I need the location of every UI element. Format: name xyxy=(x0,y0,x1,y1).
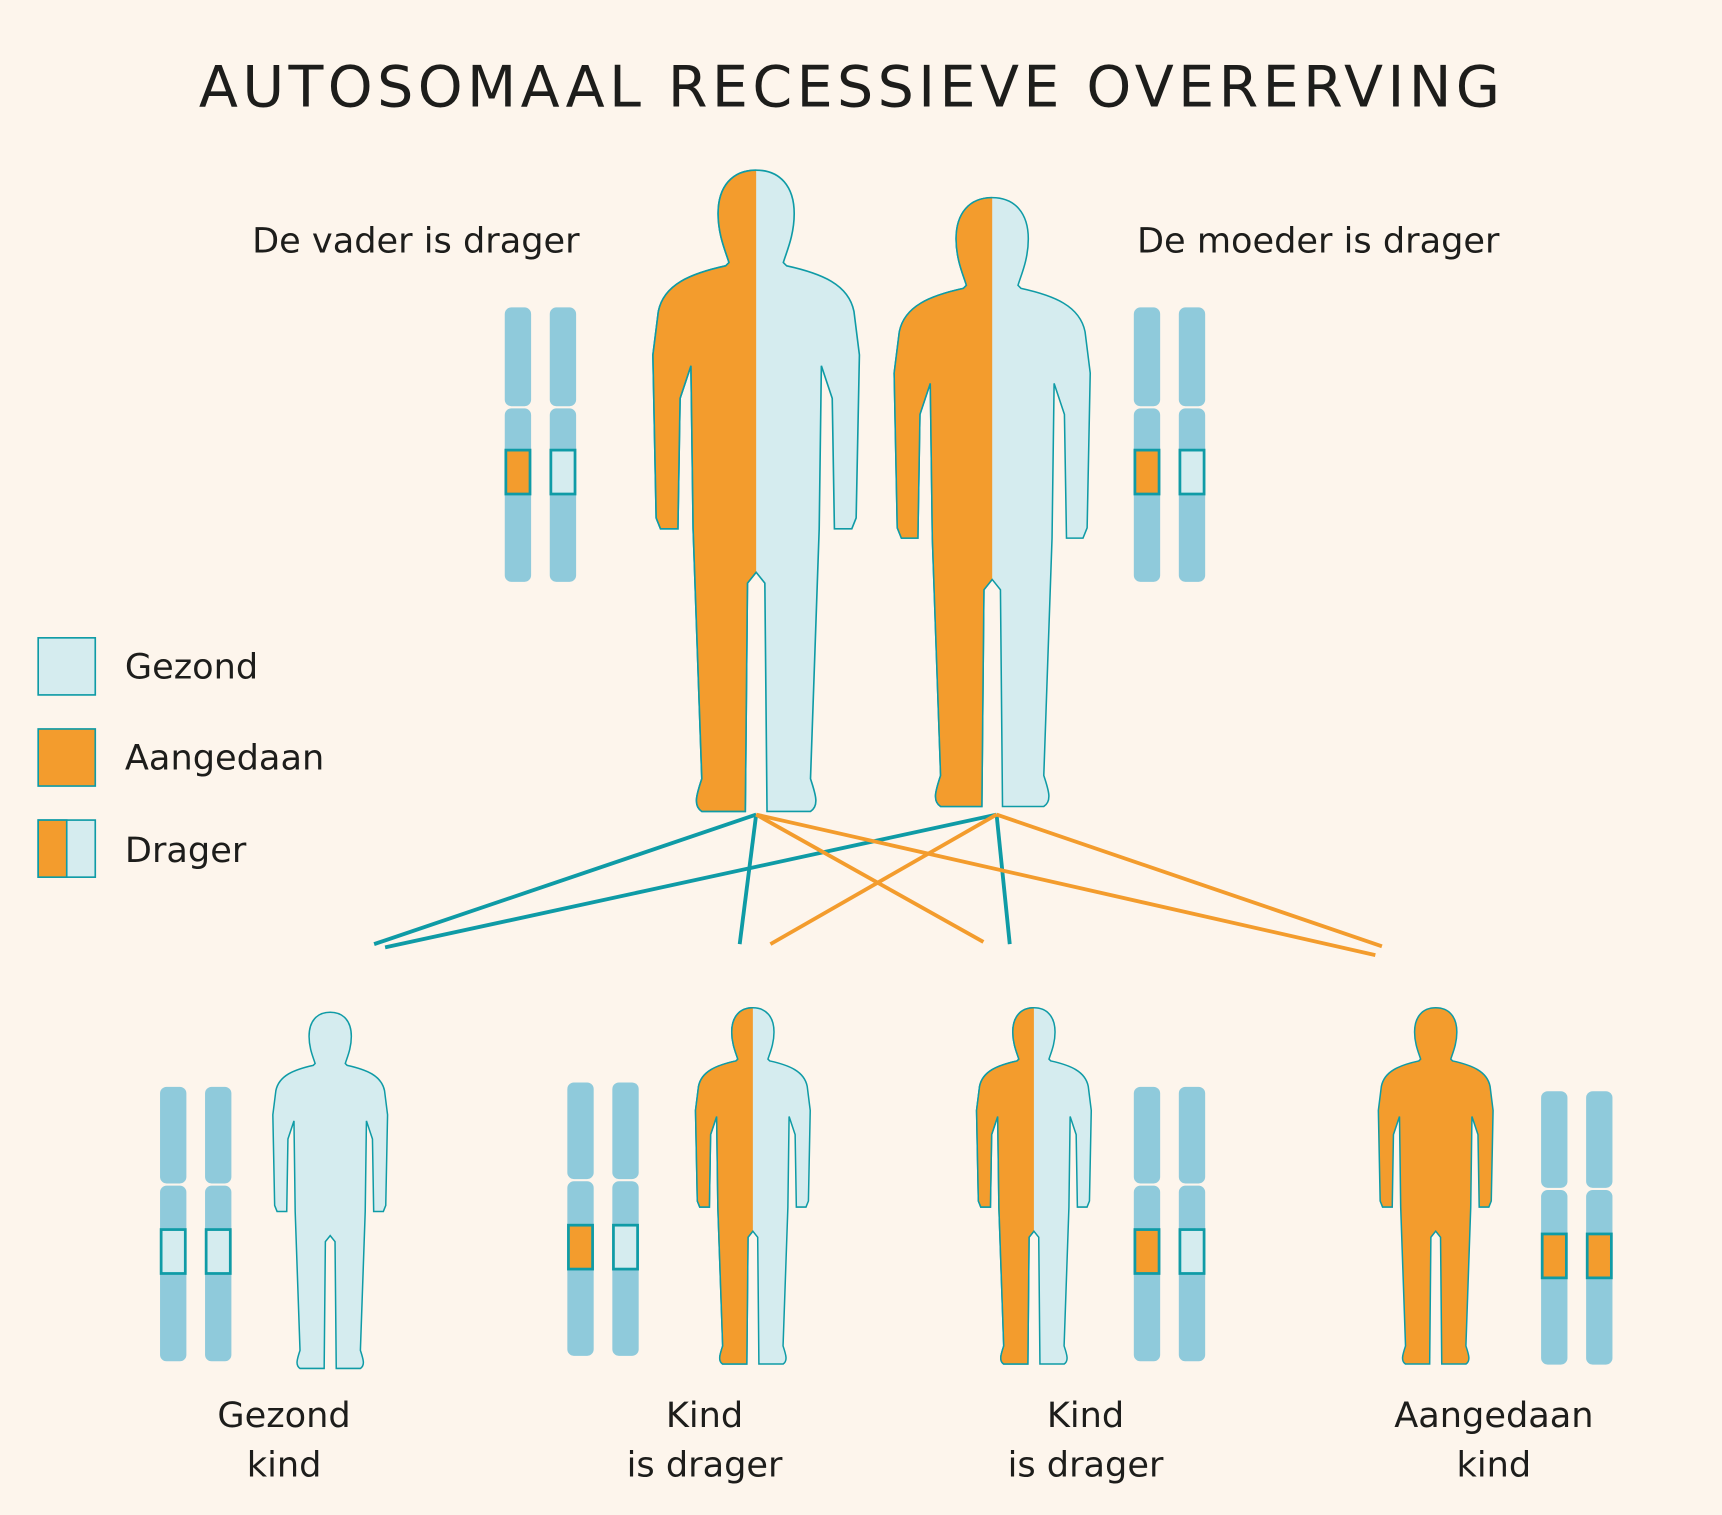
legend-label-healthy: Gezond xyxy=(125,646,258,687)
page-title: AUTOSOMAAL RECESSIEVE OVERERVING xyxy=(199,54,1505,120)
father-chromosomes xyxy=(504,307,577,582)
child-affected-figure xyxy=(1377,1007,1494,1365)
legend-swatch-healthy xyxy=(37,637,97,696)
legend-label-carrier: Drager xyxy=(125,830,247,871)
father-figure xyxy=(652,169,861,813)
child-carrier-figure xyxy=(694,1007,811,1365)
legend-label-affected: Aangedaan xyxy=(125,738,324,779)
mother-figure xyxy=(893,196,1092,808)
legend: Gezond Aangedaan Drager xyxy=(37,637,324,878)
child-label-line1: Kind xyxy=(666,1395,743,1436)
child-healthy-chromosomes xyxy=(159,1086,232,1362)
child-carrier-chromosomes xyxy=(567,1082,639,1356)
child-label-line1: Gezond xyxy=(217,1395,350,1436)
mother-label: De moeder is drager xyxy=(1137,221,1500,262)
child-carrier-figure xyxy=(975,1007,1093,1365)
father-label: De vader is drager xyxy=(252,221,580,262)
child-affected-chromosomes xyxy=(1540,1091,1613,1365)
child-label-line2: kind xyxy=(247,1445,322,1486)
child-healthy-figure xyxy=(272,1011,389,1370)
inheritance-lines xyxy=(373,812,1383,957)
child-carrier-chromosomes xyxy=(1133,1086,1206,1362)
child-label-line2: is drager xyxy=(1008,1445,1164,1486)
child-label-line2: kind xyxy=(1457,1445,1532,1486)
child-label-line1: Kind xyxy=(1047,1395,1124,1436)
mother-chromosomes xyxy=(1133,307,1206,582)
legend-swatch-affected xyxy=(37,728,97,787)
child-label-line2: is drager xyxy=(627,1445,783,1486)
child-label-line1: Aangedaan xyxy=(1394,1395,1593,1436)
